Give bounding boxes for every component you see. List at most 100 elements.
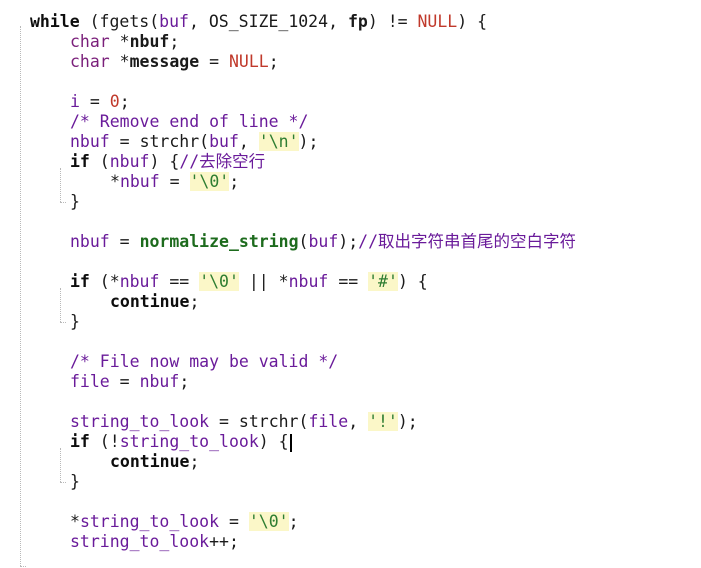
code-token: nbuf [70, 232, 110, 251]
code-token: buf [159, 12, 189, 31]
code-token: ; [288, 512, 299, 531]
code-token [189, 272, 199, 291]
code-token: nbuf [119, 172, 160, 191]
fold-guide-line [60, 448, 61, 482]
code-token: '\0' [199, 272, 239, 291]
code-line[interactable]: if (*nbuf == '\0' || *nbuf == '#') { [70, 272, 428, 292]
code-token: ; [119, 92, 130, 111]
code-line[interactable]: continue; [110, 452, 199, 472]
code-token: ; [169, 32, 180, 51]
code-token: , [348, 412, 369, 431]
code-token: '#' [368, 272, 398, 291]
code-token: ; [179, 372, 190, 391]
code-line[interactable]: *string_to_look = '\0'; [70, 512, 299, 532]
code-token: } [70, 312, 80, 331]
code-token: != [387, 12, 408, 31]
code-token: file [70, 372, 110, 391]
code-line[interactable]: nbuf = strchr(buf, '\n'); [70, 132, 318, 152]
code-line[interactable]: string_to_look++; [70, 532, 239, 552]
code-token: ; [228, 532, 239, 551]
code-token: nbuf [109, 152, 150, 171]
code-token: char [70, 52, 110, 71]
code-token: strchr [139, 132, 200, 151]
code-token: = [209, 412, 239, 431]
code-token: '\0' [248, 512, 289, 531]
code-token [408, 12, 418, 31]
code-token: string_to_look [119, 432, 259, 451]
code-token: (* [89, 272, 120, 291]
code-token: if [70, 272, 90, 291]
code-token: while [30, 12, 80, 31]
fold-guide-corner [60, 202, 66, 204]
fold-guide-line [60, 288, 61, 322]
code-token [239, 272, 249, 291]
code-token: (! [89, 432, 120, 451]
code-token: nbuf [70, 132, 110, 151]
code-token [328, 272, 338, 291]
fold-guide-line [20, 26, 21, 566]
code-token: ); [397, 412, 418, 431]
code-token: //去除空行 [179, 152, 266, 171]
code-line[interactable]: /* File now may be valid */ [70, 352, 338, 372]
code-token: ; [229, 172, 240, 191]
code-token: ) { [457, 12, 488, 31]
code-token: = [109, 132, 140, 151]
code-token: fgets [99, 12, 150, 31]
code-line[interactable]: char *message = NULL; [70, 52, 279, 72]
code-token: ( [298, 232, 309, 251]
code-token: , [238, 132, 259, 151]
code-line[interactable]: nbuf = normalize_string(buf);//取出字符串首尾的空… [70, 232, 576, 252]
code-token: ); [298, 132, 319, 151]
code-token: * [110, 172, 120, 191]
code-token: ; [189, 292, 200, 311]
code-token [159, 272, 169, 291]
code-token: * [109, 52, 130, 71]
code-token: ++ [209, 532, 229, 551]
code-line[interactable]: file = nbuf; [70, 372, 189, 392]
code-token: char [70, 32, 110, 51]
code-token: = [219, 512, 249, 531]
code-token: nbuf [139, 372, 180, 391]
code-line[interactable]: *nbuf = '\0'; [110, 172, 239, 192]
code-token: ( [79, 12, 100, 31]
code-token: = [79, 92, 110, 111]
code-token: /* File now may be valid */ [70, 352, 339, 371]
code-token: nbuf [119, 272, 160, 291]
code-line[interactable]: if (!string_to_look) { [70, 432, 292, 452]
code-line[interactable]: continue; [110, 292, 199, 312]
code-token: /* Remove end of line */ [70, 112, 309, 131]
code-token: == [338, 272, 359, 291]
code-line[interactable]: } [70, 472, 80, 492]
code-line[interactable]: } [70, 192, 80, 212]
code-token: NULL [417, 12, 458, 31]
fold-guide-corner [60, 482, 66, 484]
code-token: , [328, 12, 348, 31]
code-token: nbuf [288, 272, 329, 291]
code-token: OS_SIZE_1024 [208, 12, 329, 31]
code-line[interactable]: char *nbuf; [70, 32, 179, 52]
code-token: ) { [397, 272, 428, 291]
code-token: ( [199, 132, 210, 151]
code-line[interactable]: while (fgets(buf, OS_SIZE_1024, fp) != N… [30, 12, 487, 32]
code-token: nbuf [129, 32, 170, 51]
code-line[interactable]: } [70, 312, 80, 332]
code-line[interactable]: if (nbuf) {//去除空行 [70, 152, 265, 172]
code-token: ; [268, 52, 279, 71]
code-token: = [109, 232, 140, 251]
code-token: NULL [228, 52, 269, 71]
code-line[interactable]: string_to_look = strchr(file, '!'); [70, 412, 418, 432]
text-cursor [289, 433, 292, 452]
code-token: continue [110, 452, 190, 471]
code-token: message [129, 52, 200, 71]
code-line[interactable]: i = 0; [70, 92, 130, 112]
code-token: file [308, 412, 349, 431]
code-token: ) { [149, 152, 180, 171]
code-token: string_to_look [70, 532, 210, 551]
code-token: ; [189, 452, 200, 471]
code-token: } [70, 192, 80, 211]
code-token: || [248, 272, 269, 291]
code-token: string_to_look [70, 412, 210, 431]
code-line[interactable]: /* Remove end of line */ [70, 112, 308, 132]
code-token: ( [298, 412, 309, 431]
